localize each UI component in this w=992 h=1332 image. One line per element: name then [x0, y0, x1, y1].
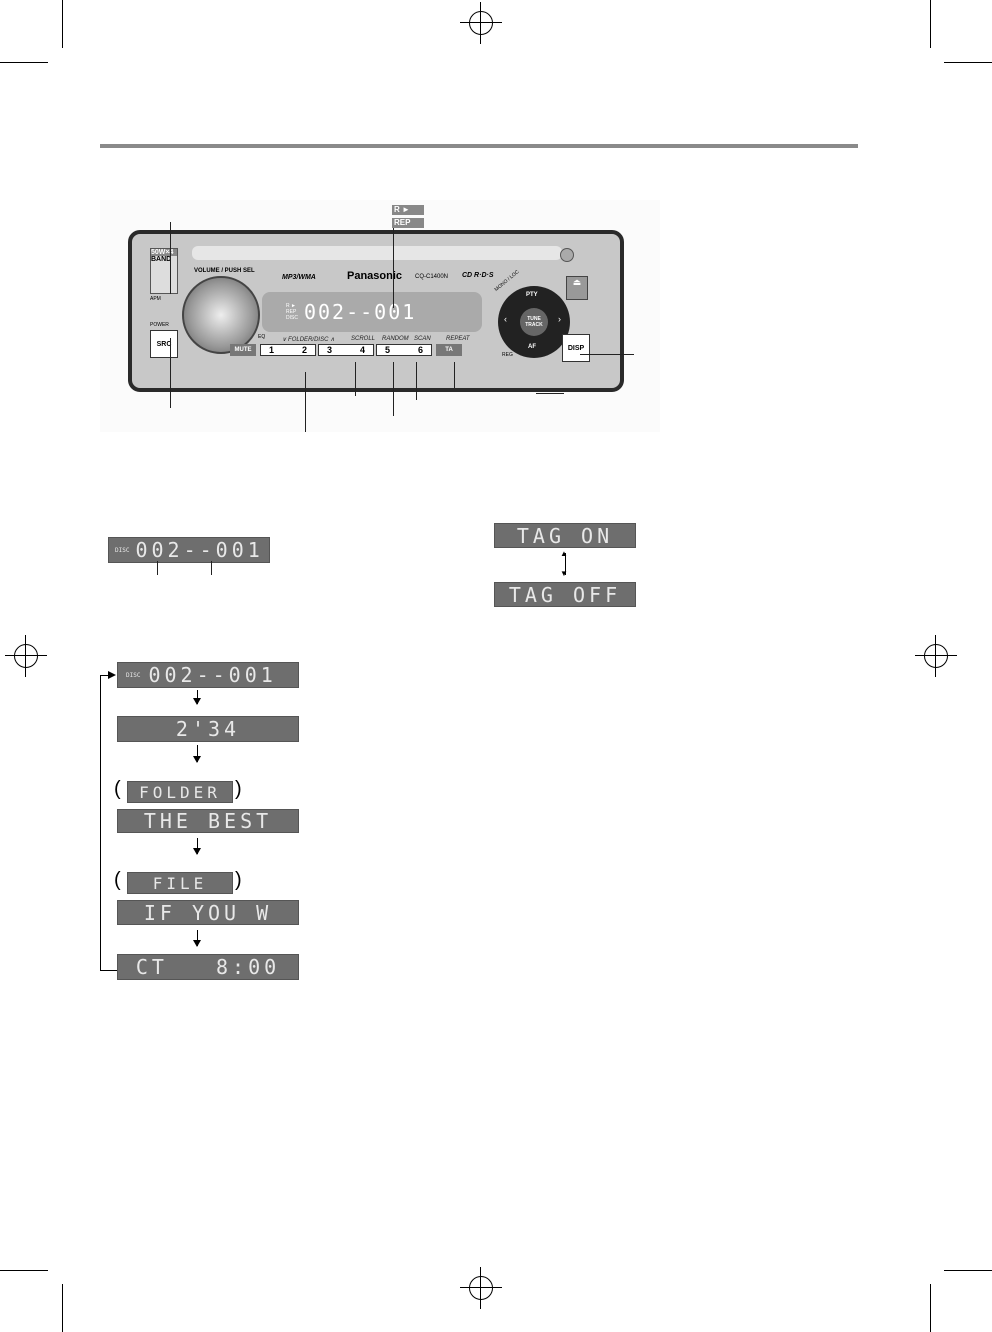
volume-label: VOLUME / PUSH SEL: [194, 268, 255, 274]
folder-disc-label: ∨ FOLDER/DISC ∧: [282, 337, 335, 343]
loop-line: [100, 675, 101, 971]
callout-line: [170, 338, 171, 408]
cycle-step-clock: CT 8:00: [117, 954, 299, 980]
tag-off-display: TAG OFF: [494, 582, 636, 607]
apm-label: APM: [150, 296, 161, 302]
callout-line: [393, 362, 394, 416]
registration-mark: [460, 2, 502, 44]
crop-mark: [0, 62, 48, 63]
reg-label: REG: [502, 352, 513, 358]
crop-mark: [930, 1284, 931, 1332]
model-number: CQ-C1400N: [415, 274, 449, 280]
callout-line: [454, 362, 455, 388]
stereo-display-text: 002--001: [303, 300, 417, 324]
callout-line: [536, 393, 564, 394]
tag-on-display: TAG ON: [494, 523, 636, 548]
scan-label: SCAN: [414, 336, 431, 342]
tune-track-button[interactable]: TUNE TRACK: [520, 308, 548, 336]
rep-indicator: REP: [392, 218, 424, 228]
af-button[interactable]: AF: [528, 344, 536, 350]
callout-line: [211, 561, 212, 575]
crop-mark: [944, 1270, 992, 1271]
scroll-label: SCROLL: [351, 336, 376, 342]
arrow-down-icon: [193, 838, 201, 855]
cd-slot: [192, 246, 562, 260]
arrow-down-icon: [193, 745, 201, 763]
crop-mark: [0, 1270, 48, 1271]
cycle-step-time: 2'34: [117, 716, 299, 742]
ta-button[interactable]: TA: [436, 344, 462, 356]
eq-label: EQ: [258, 334, 266, 340]
callout-line: [416, 362, 417, 400]
cycle-step-file: IF YOU W: [117, 900, 299, 925]
r-play-indicator: R ►: [392, 205, 424, 215]
paren-open: (: [114, 869, 121, 891]
crop-mark: [944, 62, 992, 63]
callout-line: [157, 561, 158, 575]
callout-line: [355, 362, 356, 396]
crop-mark: [62, 0, 63, 48]
release-button[interactable]: [560, 248, 574, 262]
arrow-down-icon: ▼: [560, 569, 568, 578]
loop-line: [100, 675, 110, 676]
rds-logo: CD R·D·S: [462, 272, 494, 279]
next-icon[interactable]: ›: [558, 314, 561, 324]
folder-heading-display: FOLDER: [127, 781, 233, 803]
arrow-down-icon: [193, 690, 201, 705]
control-pad[interactable]: PTY AF TUNE TRACK ‹ ›: [498, 286, 570, 358]
loop-line: [100, 970, 117, 971]
src-button[interactable]: SRC: [150, 330, 178, 358]
mute-button[interactable]: MUTE: [230, 344, 256, 356]
arrow-right-icon: [108, 671, 116, 679]
header-rule: [100, 144, 858, 148]
paren-close: ): [235, 869, 242, 891]
crop-mark: [62, 1284, 63, 1332]
registration-mark: [915, 635, 957, 677]
crop-mark: [930, 0, 931, 48]
power-label: POWER: [150, 322, 169, 328]
previous-icon[interactable]: ‹: [504, 314, 507, 324]
arrow-up-icon: ▲: [560, 549, 568, 558]
eject-icon[interactable]: ⏏: [566, 276, 588, 300]
registration-mark: [5, 635, 47, 677]
brand-logo: Panasonic: [347, 270, 403, 282]
pty-button[interactable]: PTY: [526, 292, 538, 298]
volume-knob[interactable]: [182, 276, 260, 354]
paren-open: (: [114, 778, 121, 800]
callout-line: [393, 228, 394, 308]
callout-line: [580, 354, 634, 355]
double-arrow-icon: [565, 553, 566, 575]
file-heading-display: FILE: [127, 872, 233, 894]
cycle-step-folder: THE BEST: [117, 809, 299, 833]
repeat-label: REPEAT: [446, 336, 470, 342]
registration-mark: [460, 1267, 502, 1309]
mp3-wma-logo: MP3/WMA: [282, 274, 316, 281]
arrow-down-icon: [193, 930, 201, 947]
callout-line: [305, 372, 306, 432]
callout-line: [170, 222, 171, 294]
paren-close: ): [235, 778, 242, 800]
random-label: RANDOM: [382, 336, 409, 342]
disp-button[interactable]: DISP: [562, 334, 590, 362]
